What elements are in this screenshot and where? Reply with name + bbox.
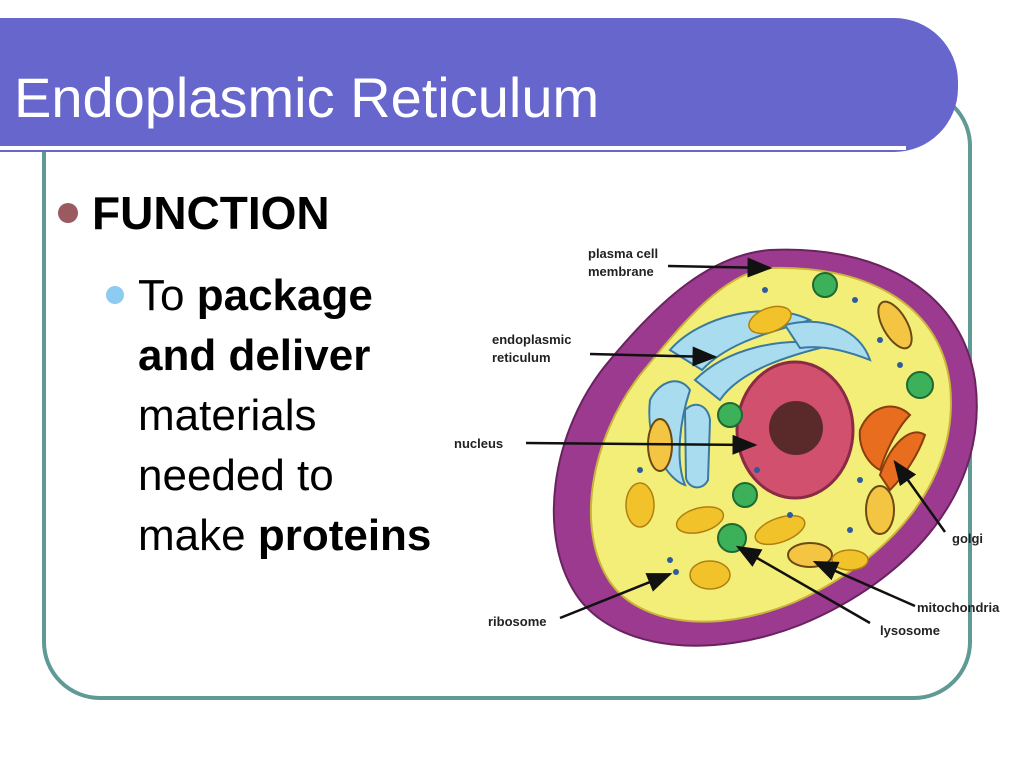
word: make	[138, 511, 246, 560]
nucleolus	[769, 401, 823, 455]
bullet-dot-icon	[58, 203, 78, 223]
bullet-level1: FUNCTION	[58, 190, 330, 236]
label-mitochondria: mitochondria	[917, 600, 1000, 615]
label-plasma-line1: plasma cell	[588, 246, 658, 261]
sub-bullet-dot-icon	[106, 286, 124, 304]
label-er-line2: reticulum	[492, 350, 551, 365]
title-bar: Endoplasmic Reticulum	[0, 18, 958, 152]
word: needed to	[138, 451, 334, 500]
label-golgi: golgi	[952, 531, 983, 546]
word: To	[138, 271, 185, 320]
lysosome-shapes	[717, 272, 934, 553]
title-underline	[0, 146, 906, 150]
bullet-function-text: FUNCTION	[92, 187, 330, 239]
slide-title: Endoplasmic Reticulum	[14, 66, 600, 129]
bold-word: package	[196, 271, 373, 320]
vacuole-shapes	[625, 305, 869, 590]
label-plasma-line2: membrane	[588, 264, 654, 279]
bold-word: proteins	[257, 511, 432, 560]
function-description: To package and deliver materials needed …	[138, 266, 508, 566]
word: materials	[138, 391, 317, 440]
bold-word: and deliver	[138, 331, 371, 380]
label-er-line1: endoplasmic	[492, 332, 571, 347]
label-pointers	[525, 257, 947, 625]
animal-cell-diagram: plasma cell membrane endoplasmic reticul…	[454, 246, 1000, 647]
label-ribosome: ribosome	[488, 614, 547, 629]
label-lysosome: lysosome	[880, 623, 940, 638]
label-nucleus: nucleus	[454, 436, 503, 451]
ribosome-dots	[637, 287, 903, 575]
